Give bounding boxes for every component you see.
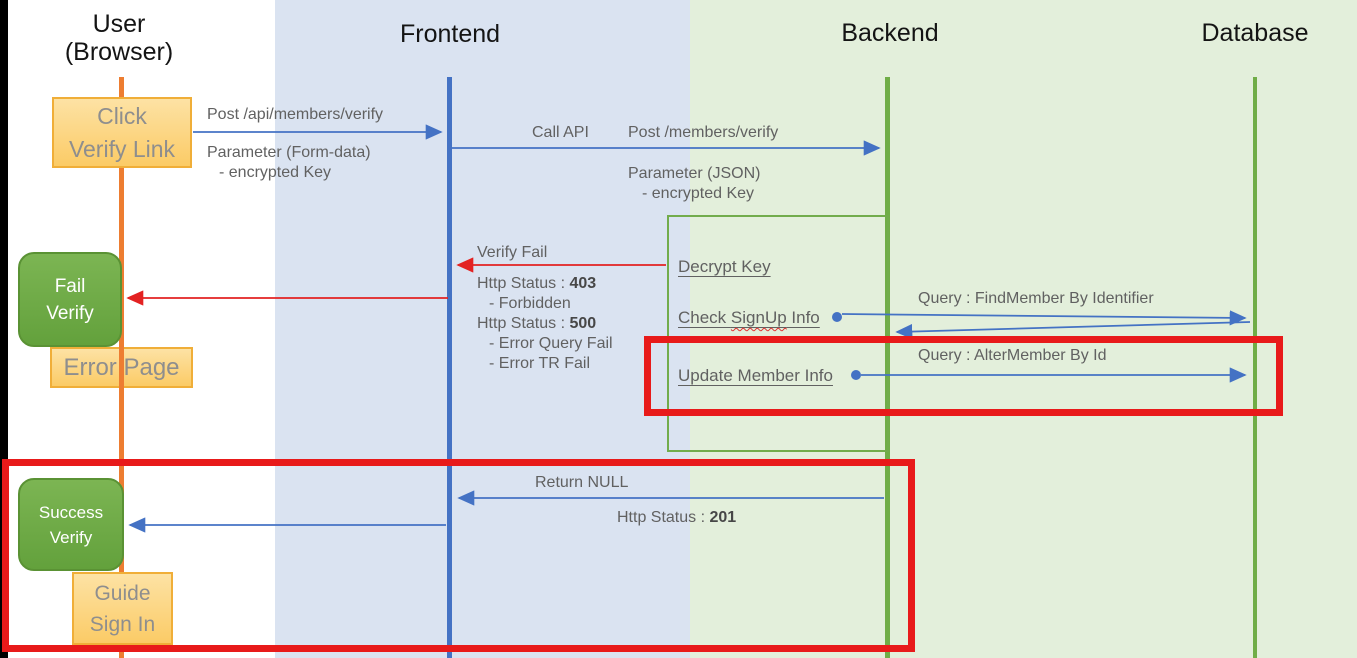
- actor-user-line2: (Browser): [64, 38, 174, 66]
- msg-http-500: Http Status : 500: [477, 314, 596, 334]
- msg-decrypt-key: Decrypt Key: [678, 257, 771, 276]
- success-verify-line1: Success: [38, 502, 104, 522]
- frontend-background-band: [275, 0, 690, 658]
- highlight-rect-altermember: [644, 336, 1283, 416]
- fail-verify-box: Fail Verify: [18, 252, 122, 347]
- actor-frontend: Frontend: [399, 20, 501, 48]
- http-500-label: Http Status :: [477, 315, 570, 332]
- actor-backend: Backend: [841, 19, 939, 47]
- msg-return-null: Return NULL: [535, 474, 629, 491]
- msg-http-201: Http Status : 201: [617, 508, 736, 528]
- check-signup-post: Info: [786, 308, 820, 327]
- msg-param-formdata-key: - encrypted Key: [219, 164, 332, 181]
- msg-check-signup-info: Check SignUp Info: [678, 308, 820, 328]
- database-lifeline: [1253, 77, 1257, 658]
- msg-error-tr: - Error TR Fail: [489, 355, 591, 372]
- http-403-label: Http Status :: [477, 275, 570, 292]
- fail-verify-line1: Fail: [54, 275, 86, 297]
- click-verify-link-box: Click Verify Link: [52, 97, 192, 168]
- guide-signin-line1: Guide: [94, 581, 151, 605]
- msg-param-json: Parameter (JSON): [628, 165, 761, 182]
- msg-verify-fail: Verify Fail: [477, 244, 548, 261]
- left-black-edge: [0, 0, 8, 658]
- guide-signin-box: Guide Sign In: [72, 572, 173, 645]
- success-verify-box: Success Verify: [18, 478, 124, 571]
- click-verify-line1: Click: [97, 102, 147, 129]
- msg-post-api: Post /api/members/verify: [207, 106, 384, 123]
- msg-param-formdata: Parameter (Form-data): [207, 144, 371, 161]
- frontend-lifeline: [447, 77, 452, 658]
- guide-signin-line2: Sign In: [89, 612, 156, 636]
- user-lifeline: [119, 77, 124, 658]
- msg-query-altermember: Query : AlterMember By Id: [918, 347, 1107, 364]
- actor-database: Database: [1201, 19, 1309, 47]
- fail-verify-line2: Verify: [46, 302, 94, 324]
- http-403-code: 403: [569, 275, 597, 292]
- msg-call-api: Call API: [532, 124, 589, 141]
- http-500-code: 500: [569, 315, 597, 332]
- check-signup-word: SignUp: [730, 308, 787, 327]
- click-verify-line2: Verify Link: [68, 135, 176, 162]
- highlight-rect-success-flow: [2, 459, 915, 652]
- msg-forbidden: - Forbidden: [489, 295, 571, 312]
- msg-update-member-info: Update Member Info: [678, 366, 833, 385]
- http-201-label: Http Status :: [617, 509, 710, 526]
- actor-user-line1: User: [92, 10, 146, 38]
- msg-http-403: Http Status : 403: [477, 274, 596, 294]
- backend-activation-box: [667, 215, 889, 452]
- msg-query-findmember: Query : FindMember By Identifier: [918, 290, 1154, 307]
- http-201-code: 201: [709, 509, 737, 526]
- check-signup-pre: Check: [678, 308, 731, 327]
- success-verify-line2: Verify: [49, 527, 93, 547]
- actor-user: User (Browser): [65, 10, 173, 66]
- msg-param-json-key: - encrypted Key: [642, 185, 755, 202]
- msg-error-query: - Error Query Fail: [489, 335, 613, 352]
- msg-post-members: Post /members/verify: [628, 124, 779, 141]
